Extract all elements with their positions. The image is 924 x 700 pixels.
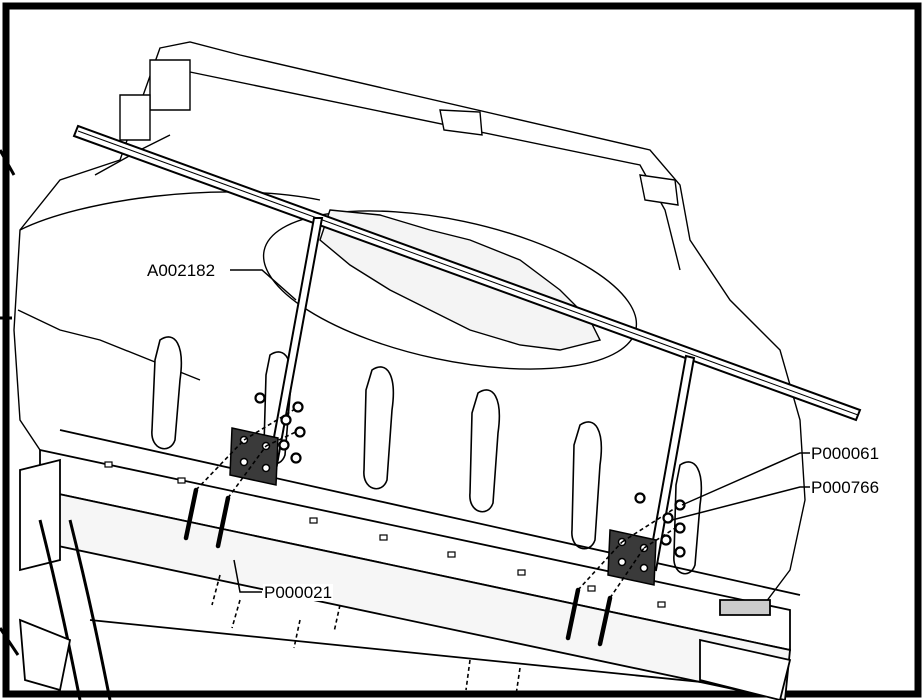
- leader-p000766: [671, 486, 810, 521]
- callout-leaders: [230, 269, 810, 593]
- leader-p000021: [233, 559, 262, 593]
- washers-and-nuts: [254, 392, 686, 558]
- bolts: [183, 487, 613, 647]
- bracket-left: [229, 427, 279, 486]
- callout-p000061: P000061: [810, 444, 881, 463]
- left-edge-leaders: [0, 149, 20, 656]
- bracket-right: [607, 529, 657, 586]
- assembly-dashed-lines: [195, 405, 681, 696]
- callout-a002182: A002182: [146, 261, 217, 280]
- leader-a002182: [230, 269, 297, 301]
- leader-p000061: [681, 452, 810, 506]
- rack-post-right: [646, 354, 696, 572]
- vent-slots: [151, 336, 703, 575]
- headache-rack: [72, 124, 862, 572]
- callout-p000021: P000021: [263, 583, 334, 602]
- callout-p000766: P000766: [810, 478, 881, 497]
- frame-rail-slots: [104, 461, 666, 608]
